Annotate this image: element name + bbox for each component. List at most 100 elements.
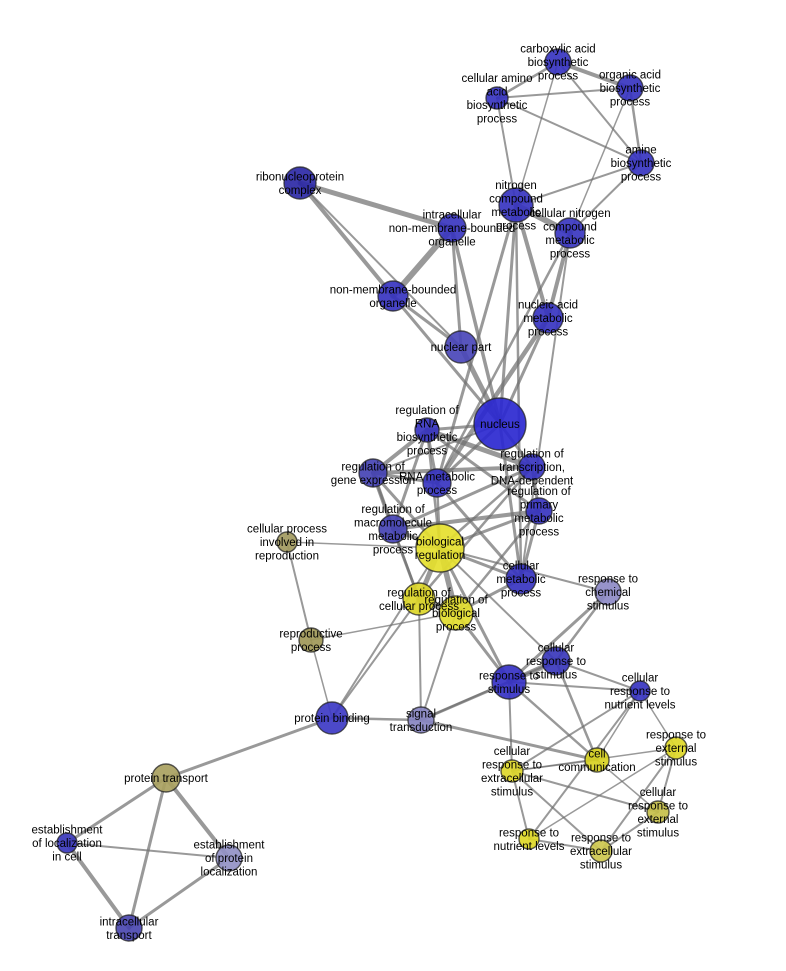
node-rs[interactable] [491,664,527,700]
edge-rt-rcp [417,465,534,601]
node-np[interactable] [444,330,478,364]
node-inmbo[interactable] [437,213,467,243]
edge-st-rbp [420,612,457,721]
node-rch[interactable] [594,578,622,606]
node-it[interactable] [115,914,143,942]
node-elc[interactable] [56,832,78,854]
edge-oa-cnc [569,87,631,234]
edge-inmbo-nu [450,226,502,426]
edge-pb-br [331,547,441,719]
edge-caa-am [496,97,642,164]
edge-cpr-br [286,541,441,549]
node-rexc[interactable] [589,839,613,863]
edge-crn-rnl [528,690,641,840]
node-rcp[interactable] [402,582,436,616]
node-crex[interactable] [646,800,670,824]
edge-rrb-rt [424,427,535,470]
edge-am-nc [515,162,642,206]
node-rm[interactable] [422,468,452,498]
node-epl[interactable] [215,844,243,872]
node-label-pt: protein transport [124,773,209,785]
edge-rp-rbp [310,612,457,641]
node-cre[interactable] [500,759,524,783]
edge-rch-rs [507,590,610,684]
node-rp[interactable] [298,627,324,653]
node-cm[interactable] [505,563,537,595]
node-pb[interactable] [315,701,349,735]
node-crs[interactable] [541,646,571,676]
edge-rnp-np [299,182,462,348]
node-rpm[interactable] [525,497,553,525]
node-rbp[interactable] [438,595,474,631]
node-rt[interactable] [518,453,546,481]
edge-nc-nu [498,203,518,426]
node-pt[interactable] [151,763,181,793]
edge-rm-cm [435,481,523,581]
node-nu[interactable] [473,397,527,451]
edge-rnp-nmbo [298,181,395,298]
edge-caa-nc [496,97,517,206]
edge-rex-rnl [528,747,677,840]
edge-crn-cc [596,690,641,761]
edge-crn-rs [508,681,641,692]
node-layer [56,48,688,942]
edge-cpr-rp [286,541,312,641]
node-br[interactable] [415,523,465,573]
edge-layer [65,60,677,930]
node-nc[interactable] [498,187,534,223]
node-nam[interactable] [532,302,564,334]
node-cc[interactable] [584,747,610,773]
edge-epl-it [127,856,231,930]
node-rrb[interactable] [414,417,440,443]
node-rnp[interactable] [283,166,317,200]
node-oa[interactable] [616,74,644,102]
node-crn[interactable] [629,680,651,702]
node-rnl[interactable] [518,828,540,850]
node-cpr[interactable] [276,531,298,553]
node-am[interactable] [627,149,655,177]
node-cnc[interactable] [554,217,586,249]
edge-rnp-inmbo [297,180,455,231]
edge-st-rcp [418,598,422,721]
node-nmbo[interactable] [377,280,409,312]
edge-pt-epl [164,776,231,860]
node-caa[interactable] [485,86,509,110]
node-st[interactable] [407,706,435,734]
edge-rt-rmm [391,465,534,531]
edge-nc-nam [514,203,550,320]
edge-elc-epl [66,842,230,859]
edge-rnl-rexc [528,838,602,852]
node-rmm[interactable] [378,514,408,544]
node-ca[interactable] [544,48,572,76]
node-rge[interactable] [358,458,388,488]
node-rex[interactable] [664,736,688,760]
